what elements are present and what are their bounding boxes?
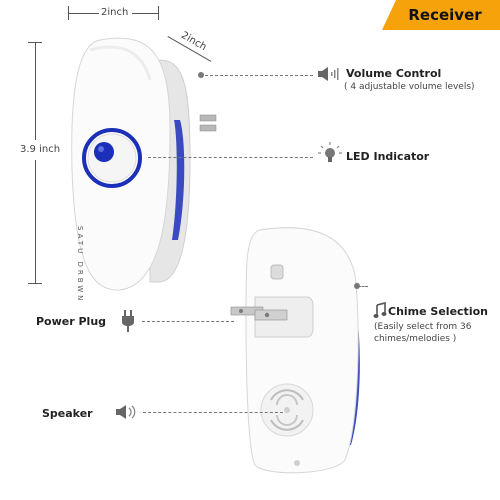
volume-control-leader-dot: [198, 72, 204, 78]
volume-control-title: Volume Control: [346, 67, 442, 80]
volume-control-note: ( 4 adjustable volume levels): [344, 82, 475, 92]
chime-selection-title: Chime Selection: [388, 305, 488, 318]
power-plug-title: Power Plug: [36, 315, 107, 328]
speaker-title: Speaker: [42, 407, 93, 420]
led-indicator-leader-line: [148, 157, 313, 158]
receiver-badge-label: Receiver: [408, 6, 482, 24]
lightbulb-icon: [318, 142, 342, 162]
chime-selection-leader-dot: [354, 283, 360, 289]
chime-selection-leader-line: [358, 286, 368, 287]
speaker-leader-line: [143, 412, 283, 413]
width-dim-line-right: [132, 13, 158, 14]
plug-icon: [122, 310, 134, 332]
height-dim-label: 3.9 inch: [20, 144, 61, 155]
chime-selection-note-line2: chimes/melodies ): [374, 334, 457, 344]
music-note-icon: [373, 301, 387, 318]
volume-control-leader-line: [205, 75, 313, 76]
brand-logo-text: SATU DRBWN: [76, 226, 84, 304]
power-plug-leader-line: [142, 321, 234, 322]
led-indicator-title: LED Indicator: [346, 150, 430, 163]
height-dim-line-top: [35, 42, 36, 140]
width-dim-label: 2inch: [101, 7, 129, 18]
receiver-front-illustration: [71, 37, 217, 291]
width-dim-tick-right: [158, 6, 159, 20]
speaker-low-icon: [318, 67, 339, 81]
height-dim-tick-bottom: [28, 283, 42, 284]
width-dim-line-left: [68, 13, 99, 14]
height-dim-line-bottom: [35, 160, 36, 283]
receiver-badge: Receiver: [382, 0, 500, 30]
receiver-back-illustration: [230, 227, 360, 474]
chime-selection-note-line1: (Easily select from 36: [374, 322, 472, 332]
speaker-icon: [116, 405, 136, 419]
